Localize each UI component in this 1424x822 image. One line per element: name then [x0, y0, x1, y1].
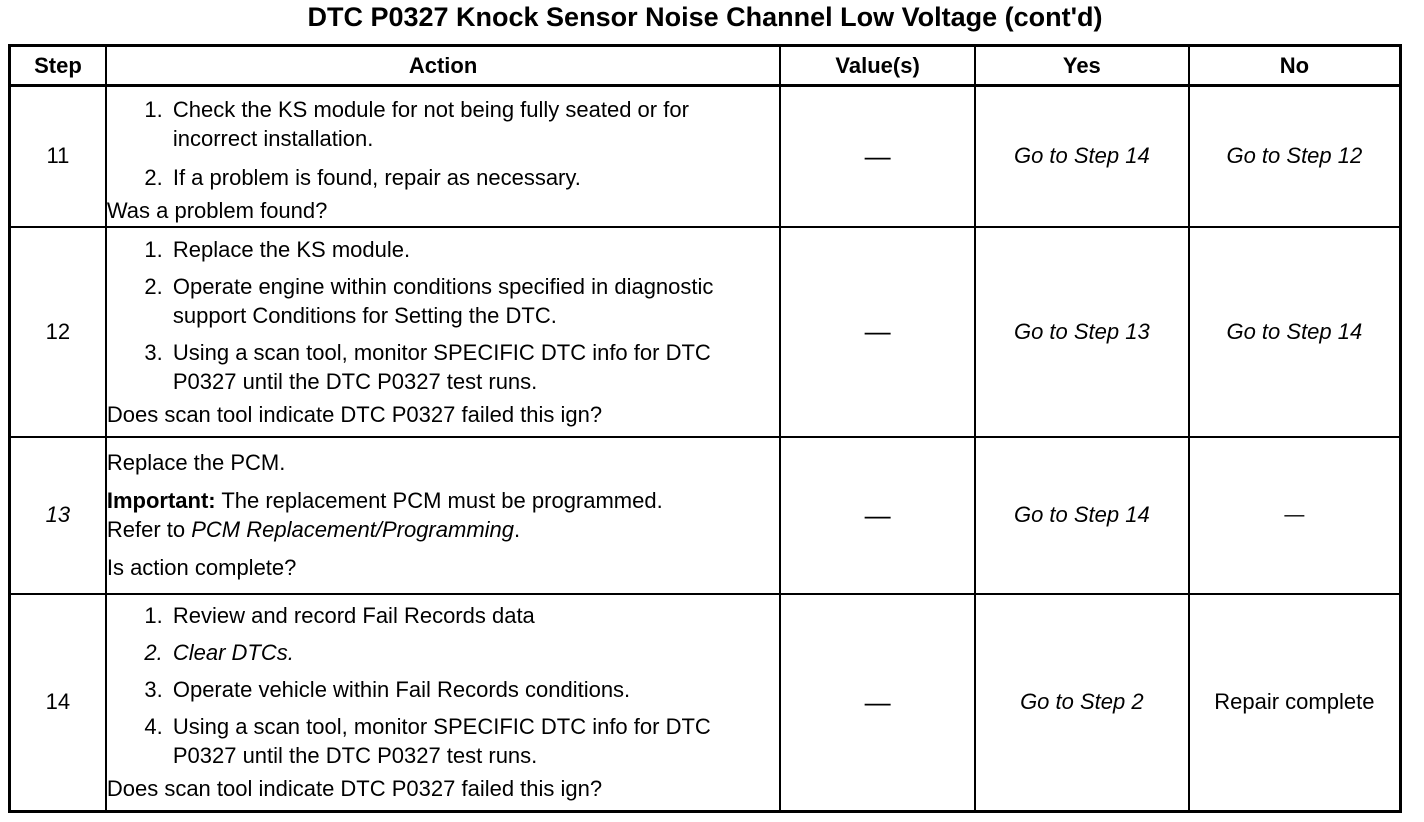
no-outcome: Go to Step 14 — [1187, 225, 1402, 438]
action-cell: Replace the KS module. Operate engine wi… — [104, 225, 782, 438]
action-question: Does scan tool indicate DTC P0327 failed… — [106, 776, 603, 802]
table-row: 11 Check the KS module for not being ful… — [8, 84, 1402, 228]
refer-prefix: Refer to — [106, 517, 192, 542]
important-note: Important: The replacement PCM must be p… — [107, 486, 779, 544]
value-cell: — — [779, 225, 976, 438]
step-number: 14 — [8, 592, 107, 813]
refer-suffix: . — [514, 517, 521, 542]
yes-outcome: Go to Step 14 — [973, 435, 1190, 595]
header-action: Action — [104, 44, 782, 87]
table-row: 12 Replace the KS module. Operate engine… — [8, 225, 1402, 438]
reference-link: PCM Replacement/Programming — [191, 517, 514, 542]
header-step: Step — [8, 44, 107, 87]
list-item: Using a scan tool, monitor SPECIFIC DTC … — [169, 712, 779, 770]
important-label: Important: — [106, 488, 216, 513]
table-row: 13 Replace the PCM. Important: The repla… — [8, 435, 1402, 595]
step-number: 12 — [8, 225, 107, 438]
diagnostic-table: Step Action Value(s) Yes No 11 Check the… — [8, 44, 1402, 813]
action-text: Replace the PCM. — [106, 450, 286, 475]
header-values: Value(s) — [779, 44, 976, 87]
header-yes: Yes — [973, 44, 1190, 87]
page-title: DTC P0327 Knock Sensor Noise Channel Low… — [307, 2, 1103, 32]
step-number: 13 — [8, 435, 107, 595]
action-cell: Check the KS module for not being fully … — [104, 84, 782, 228]
no-outcome: — — [1187, 435, 1402, 595]
header-no: No — [1187, 44, 1402, 87]
list-item: Using a scan tool, monitor SPECIFIC DTC … — [169, 338, 779, 396]
action-question: Was a problem found? — [106, 197, 328, 223]
list-item: Operate engine within conditions specifi… — [169, 272, 779, 330]
action-list: Check the KS module for not being fully … — [107, 95, 779, 192]
header-row: Step Action Value(s) Yes No — [8, 44, 1402, 87]
value-cell: — — [779, 84, 976, 228]
important-text: The replacement PCM must be programmed. — [215, 488, 663, 513]
action-question: Does scan tool indicate DTC P0327 failed… — [106, 401, 603, 427]
list-item: If a problem is found, repair as necessa… — [169, 163, 779, 192]
list-item: Review and record Fail Records data — [169, 601, 779, 630]
step-number: 11 — [8, 84, 107, 228]
list-item: Check the KS module for not being fully … — [169, 95, 779, 153]
no-outcome: Repair complete — [1187, 592, 1402, 813]
list-item: Clear DTCs. — [169, 638, 779, 667]
action-cell: Replace the PCM. Important: The replacem… — [104, 435, 782, 595]
action-list: Review and record Fail Records data Clea… — [107, 601, 779, 770]
action-list: Replace the KS module. Operate engine wi… — [107, 235, 779, 396]
action-question: Is action complete? — [106, 555, 297, 580]
action-cell: Review and record Fail Records data Clea… — [104, 592, 782, 813]
value-cell: — — [779, 592, 976, 813]
yes-outcome: Go to Step 2 — [973, 592, 1190, 813]
list-item: Replace the KS module. — [169, 235, 779, 264]
yes-outcome: Go to Step 13 — [973, 225, 1190, 438]
table-row: 14 Review and record Fail Records data C… — [8, 592, 1402, 813]
value-cell: — — [779, 435, 976, 595]
yes-outcome: Go to Step 14 — [973, 84, 1190, 228]
no-outcome: Go to Step 12 — [1187, 84, 1402, 228]
list-item: Operate vehicle within Fail Records cond… — [169, 675, 779, 704]
